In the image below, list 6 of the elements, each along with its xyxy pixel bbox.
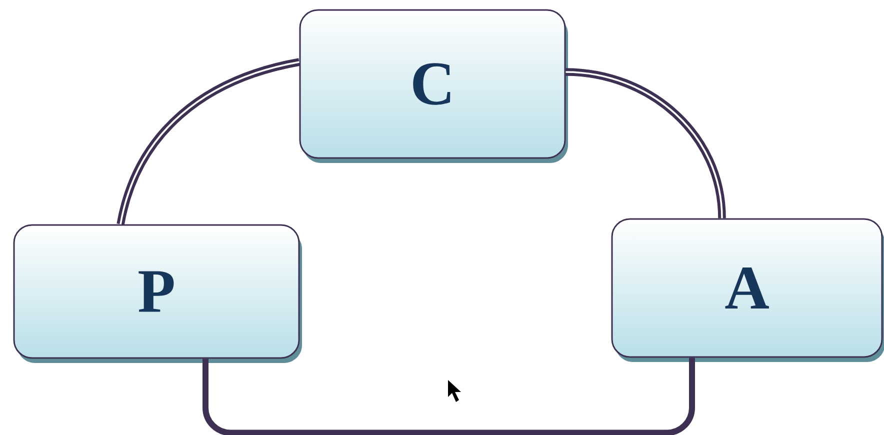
process-box: P	[13, 224, 302, 363]
connector	[566, 68, 726, 219]
process-box: C	[299, 9, 568, 163]
connector	[116, 58, 300, 226]
process-box: A	[611, 218, 884, 362]
connector	[202, 358, 695, 435]
